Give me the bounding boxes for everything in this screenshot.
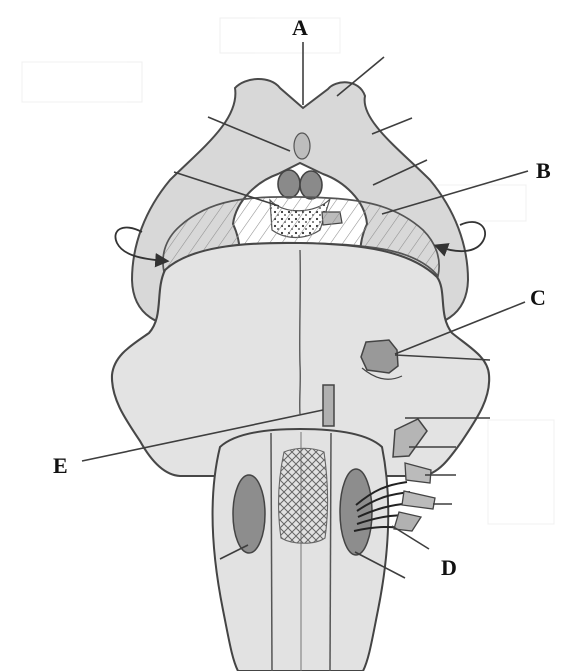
small-nerve-structure-e — [323, 385, 334, 426]
left-olive — [233, 475, 265, 553]
label-a: A — [292, 17, 308, 39]
label-d: D — [441, 557, 457, 579]
right-olive — [340, 469, 372, 555]
pons-midline — [300, 250, 301, 414]
crosshatched-pyramid — [279, 448, 328, 543]
label-b: B — [536, 160, 551, 182]
label-c: C — [530, 287, 546, 309]
small-nerve-structure-c — [361, 340, 398, 373]
label-e: E — [53, 455, 68, 477]
